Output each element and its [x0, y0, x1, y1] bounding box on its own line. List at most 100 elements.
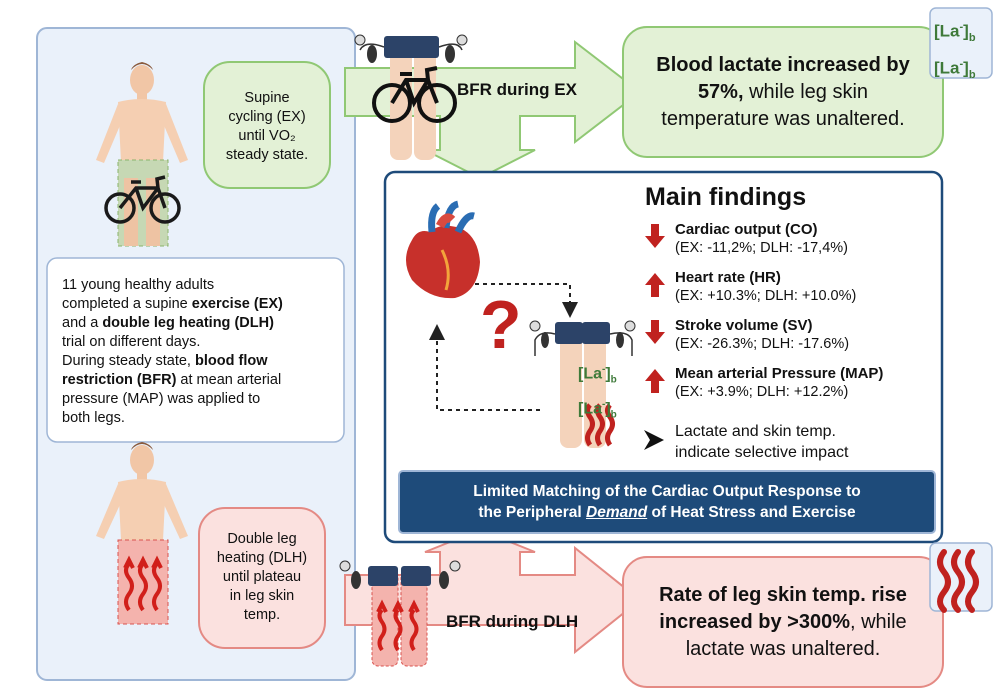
- dlh-line-3: until plateau: [222, 569, 302, 585]
- banner-line-2: the Peripheral Demand of Heat Stress and…: [399, 502, 935, 523]
- description-box: [46, 257, 345, 443]
- heart-icon: [406, 200, 480, 299]
- desc-line-5: During steady state, blood flow: [62, 352, 338, 371]
- la-text-3: [La: [578, 365, 602, 383]
- banner-line-1: Limited Matching of the Cardiac Output R…: [473, 483, 861, 500]
- la-sup-4: -: [602, 398, 606, 410]
- dlh-line-5: temp.: [243, 607, 281, 623]
- person-dlh-icon: [96, 442, 188, 625]
- conclusion-line-2: indicate selective impact: [675, 444, 849, 461]
- ex-protocol-text: Supine cycling (EX) until VO₂ steady sta…: [204, 89, 330, 165]
- hr-up-arrow-icon: [645, 273, 665, 297]
- bfr-ex-arrow: [344, 39, 642, 180]
- dlh-result-bold-1: Rate of leg skin temp. rise: [659, 584, 907, 606]
- conclusion-line-1: Lactate and skin temp.: [675, 423, 836, 440]
- la-sub-4: b: [610, 409, 617, 421]
- ex-result-line-2: 57%, while leg skin: [633, 79, 933, 106]
- lactate-center-symbol: [La-]b [La-]b: [578, 358, 617, 427]
- finding-hr: Heart rate (HR) (EX: +10.3%; DLH: +10.0%…: [675, 268, 937, 316]
- banner-emphasis: Demand: [586, 504, 648, 521]
- desc-line-6: restriction (BFR) at mean arterial: [62, 371, 338, 390]
- ex-result-text: Blood lactate increased by 57%, while le…: [633, 52, 933, 133]
- ex-line-3: until VO₂: [238, 128, 296, 144]
- desc-line-6-text: at mean arterial: [176, 372, 282, 388]
- desc-line-2: completed a supine exercise (EX): [62, 295, 338, 314]
- la-sub-1: b: [968, 32, 976, 45]
- ex-result-line-1: Blood lactate increased by: [633, 52, 933, 79]
- la-sup-1: -: [959, 21, 964, 33]
- dlh-line-4: in leg skin: [229, 588, 295, 604]
- conclusion-text: Lactate and skin temp. indicate selectiv…: [675, 421, 848, 463]
- bfr-ex-label: BFR during EX: [457, 80, 577, 99]
- findings-list: Cardiac output (CO) (EX: -11,2%; DLH: -1…: [675, 220, 937, 412]
- desc-line-3: and a double leg heating (DLH): [62, 314, 338, 333]
- co-down-arrow-icon: [645, 224, 665, 248]
- heat-waves-dlh-icon: [123, 555, 163, 612]
- la-close-1: ]: [963, 21, 969, 41]
- bicycle-bfr-icon: [372, 66, 457, 123]
- desc-line-4: trial on different days.: [62, 334, 201, 350]
- finding-hr-name: Heart rate (HR): [675, 269, 781, 286]
- dlh-result-bubble: [622, 556, 944, 688]
- banner-text: Limited Matching of the Cardiac Output R…: [399, 481, 935, 523]
- la-text-4: [La: [578, 399, 602, 417]
- finding-map: Mean arterial Pressure (MAP) (EX: +3.9%;…: [675, 364, 937, 412]
- finding-sv: Stroke volume (SV) (EX: -26.3%; DLH: -17…: [675, 316, 937, 364]
- la-sup-2: -: [959, 58, 964, 71]
- desc-line-5-text: During steady state,: [62, 353, 195, 369]
- dashed-arrow-down: [475, 283, 578, 318]
- finding-sv-name: Stroke volume (SV): [675, 317, 813, 334]
- finding-map-name: Mean arterial Pressure (MAP): [675, 365, 884, 382]
- finding-map-value: (EX: +3.9%; DLH: +12.2%): [675, 384, 849, 400]
- ex-protocol-bubble: [203, 61, 331, 189]
- dashed-arrow-up: [429, 324, 540, 411]
- map-up-arrow-icon: [645, 369, 665, 393]
- dlh-line-2: heating (DLH): [216, 550, 308, 566]
- lactate-center-line-2: [La-]b: [578, 393, 617, 428]
- lactate-corner-line-1: [La-]b: [934, 14, 976, 51]
- question-mark-icon: ?: [480, 287, 522, 363]
- dlh-result-rest: , while: [849, 611, 907, 633]
- ex-line-4: steady state.: [225, 147, 309, 163]
- person-ex-icon: [96, 62, 188, 247]
- desc-bfr-1: blood flow: [195, 353, 268, 369]
- dlh-result-bold-2: increased by >300%: [659, 611, 850, 633]
- la-close-4: ]: [605, 399, 611, 417]
- ex-result-pct: 57%,: [697, 81, 744, 103]
- dlh-protocol-bubble: [198, 507, 326, 649]
- desc-dlh: double leg heating (DLH): [102, 315, 274, 331]
- heat-waves-legs-icon: [376, 599, 420, 652]
- desc-line-1: 11 young healthy adults: [62, 277, 215, 293]
- bicycle-ex-icon: [104, 175, 181, 224]
- dlh-result-line-1: Rate of leg skin temp. rise: [633, 582, 933, 609]
- dlh-result-text: Rate of leg skin temp. rise increased by…: [633, 582, 933, 663]
- lactate-corner-line-2: [La-]b: [934, 51, 976, 88]
- desc-line-3-text: and a: [62, 315, 103, 331]
- dlh-line-1: Double leg: [227, 531, 297, 547]
- desc-line-8: both legs.: [62, 410, 125, 426]
- banner-post: of Heat Stress and Exercise: [647, 504, 856, 521]
- lactate-corner-symbol: [La-]b [La-]b: [934, 14, 976, 88]
- findings-panel: [383, 170, 944, 544]
- la-sub-3: b: [610, 374, 617, 386]
- conclusion-banner: [398, 470, 936, 534]
- ex-result-line-3: temperature was unaltered.: [661, 108, 905, 130]
- heat-waves-center-icon: [585, 403, 615, 447]
- finding-co-value: (EX: -11,2%; DLH: -17,4%): [675, 240, 848, 256]
- finding-co-name: Cardiac output (CO): [675, 221, 818, 238]
- dlh-result-line-2: increased by >300%, while: [633, 609, 933, 636]
- la-text-1: [La: [934, 21, 960, 41]
- ex-line-2: cycling (EX): [228, 109, 306, 125]
- la-sup-3: -: [602, 364, 606, 375]
- ex-result-bold: Blood lactate increased by: [656, 54, 910, 76]
- dlh-protocol-text: Double leg heating (DLH) until plateau i…: [199, 530, 325, 625]
- la-sub-2: b: [968, 69, 976, 82]
- desc-line-7: pressure (MAP) was applied to: [62, 391, 261, 407]
- findings-title: Main findings: [645, 183, 807, 211]
- study-description: 11 young healthy adults completed a supi…: [62, 276, 338, 428]
- bfr-dlh-label: BFR during DLH: [446, 612, 579, 631]
- finding-hr-value: (EX: +10.3%; DLH: +10.0%): [675, 288, 857, 304]
- heat-waves-icon: [937, 549, 979, 613]
- la-close-3: ]: [605, 365, 611, 383]
